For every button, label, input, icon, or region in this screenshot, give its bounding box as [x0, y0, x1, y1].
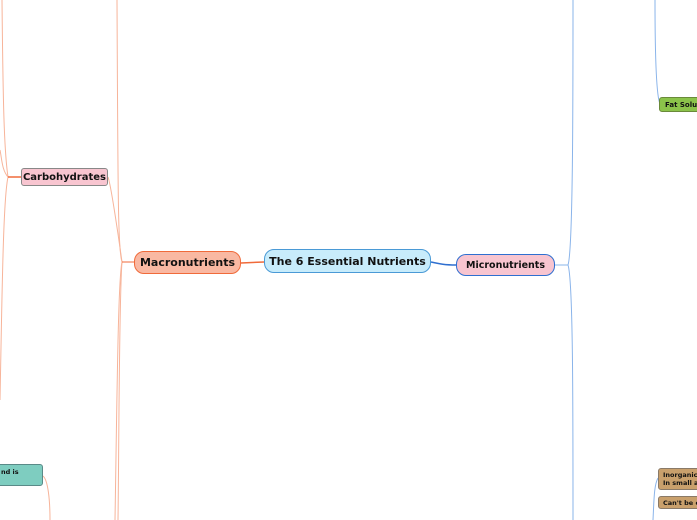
partial-teal-node[interactable]: nd is	[0, 464, 43, 486]
macronutrients-node[interactable]: Macronutrients	[134, 251, 241, 274]
inorganic-line2: In small a	[663, 479, 697, 487]
micronutrients-label: Micronutrients	[466, 259, 545, 271]
central-topic[interactable]: The 6 Essential Nutrients	[264, 249, 431, 273]
inorganic-line1: Inorganic	[663, 471, 697, 479]
central-topic-label: The 6 Essential Nutrients	[269, 254, 426, 268]
cant-be-label: Can't be c	[663, 498, 697, 507]
micronutrients-node[interactable]: Micronutrients	[456, 254, 555, 276]
fat-soluble-label: Fat Solu	[665, 100, 697, 109]
cant-be-node[interactable]: Can't be c	[658, 496, 697, 509]
macronutrients-label: Macronutrients	[139, 256, 236, 269]
partial-teal-label: nd is	[1, 468, 19, 476]
fat-soluble-node[interactable]: Fat Solu	[659, 97, 697, 112]
carbohydrates-node[interactable]: Carbohydrates	[21, 168, 108, 186]
carbohydrates-label: Carbohydrates	[22, 171, 107, 183]
